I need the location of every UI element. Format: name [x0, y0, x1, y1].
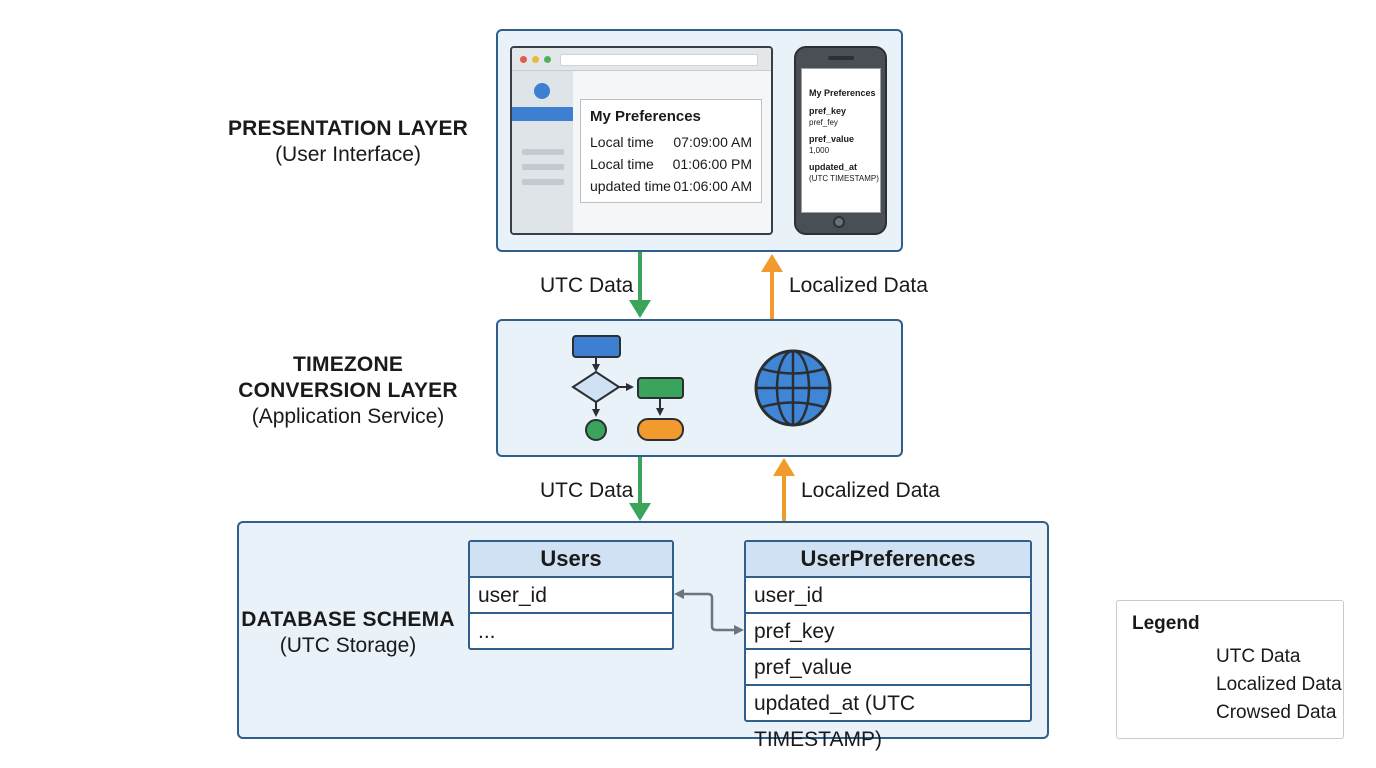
localized-data-label-top: Localized Data	[789, 274, 928, 297]
flowchart-icon	[571, 335, 684, 441]
phone-field-label: updated_at	[809, 162, 858, 172]
presentation-layer-label: PRESENTATION LAYER (User Interface)	[210, 116, 486, 168]
preferences-row-key: updated time	[590, 178, 671, 194]
preferences-row-key: Local time	[590, 134, 654, 150]
phone-home-button	[833, 216, 845, 228]
table-row: user_id	[470, 578, 672, 614]
database-layer-subtitle: (UTC Storage)	[279, 634, 417, 657]
minimize-dot-icon	[532, 56, 539, 63]
user-preferences-table: UserPreferences user_id pref_key pref_va…	[744, 540, 1032, 751]
users-table: Users user_id ...	[468, 540, 674, 650]
table-relationship-connector	[674, 589, 744, 635]
phone-field-value: pref_fey	[809, 118, 838, 127]
conversion-layer-label: TIMEZONE CONVERSION LAYER (Application S…	[210, 352, 486, 430]
legend-title: Legend	[1132, 613, 1200, 634]
browser-sidebar	[512, 71, 573, 233]
user-preferences-table-header: UserPreferences	[746, 542, 1030, 578]
maximize-dot-icon	[544, 56, 551, 63]
table-row: user_id	[746, 578, 1030, 614]
sidebar-item	[522, 149, 564, 155]
table-row: updated_at (UTC TIMESTAMP)	[754, 692, 916, 751]
utc-data-arrow-down-bottom	[629, 457, 651, 521]
database-layer-label: DATABASE SCHEMA (UTC Storage)	[210, 607, 486, 659]
avatar-icon	[534, 83, 550, 99]
preferences-card: My Preferences Local time 07:09:00 AM Lo…	[580, 99, 762, 203]
globe-icon	[754, 349, 832, 427]
browser-titlebar	[512, 48, 771, 71]
presentation-layer-title: PRESENTATION LAYER	[227, 117, 469, 140]
legend-box	[1116, 600, 1344, 739]
database-layer-title: DATABASE SCHEMA	[241, 608, 455, 631]
preferences-row-key: Local time	[590, 156, 654, 172]
legend-item-label: Crowsed Data	[1216, 702, 1337, 723]
close-dot-icon	[520, 56, 527, 63]
conversion-layer-title-line2: CONVERSION LAYER	[238, 379, 458, 402]
table-row: pref_value	[746, 650, 1030, 686]
preferences-card-title: My Preferences	[590, 108, 701, 125]
phone-field-label: pref_value	[809, 134, 855, 144]
utc-data-arrow-down-top	[629, 252, 651, 318]
conversion-layer-subtitle: (Application Service)	[251, 405, 445, 428]
users-table-header: Users	[470, 542, 672, 578]
phone-field-value: (UTC TIMESTAMP)	[809, 174, 879, 183]
legend-item-label: Localized Data	[1216, 674, 1342, 695]
preferences-row-value: 01:06:00 AM	[673, 178, 752, 194]
sidebar-item	[522, 164, 564, 170]
conversion-layer-box	[496, 319, 903, 457]
utc-data-label-bottom: UTC Data	[540, 479, 634, 502]
localized-data-label-bottom: Localized Data	[801, 479, 940, 502]
sidebar-active-item	[512, 107, 573, 121]
table-row: ...	[478, 620, 496, 643]
localized-data-arrow-up-top	[761, 254, 783, 319]
phone-field-value: 1,000	[809, 146, 830, 155]
phone-speaker	[828, 56, 854, 60]
table-row: pref_key	[746, 614, 1030, 650]
preferences-row-value: 07:09:00 AM	[673, 134, 752, 150]
phone-card-title: My Preferences	[809, 88, 876, 98]
phone-field-label: pref_key	[809, 106, 847, 116]
utc-data-label-top: UTC Data	[540, 274, 634, 297]
sidebar-item	[522, 179, 564, 185]
phone-screen	[801, 68, 881, 213]
legend-item-label: UTC Data	[1216, 646, 1301, 667]
conversion-layer-title-line1: TIMEZONE	[292, 353, 404, 376]
browser-address-bar	[560, 54, 758, 66]
localized-data-arrow-up-bottom	[773, 458, 795, 521]
presentation-layer-subtitle: (User Interface)	[275, 143, 421, 166]
preferences-row-value: 01:06:00 PM	[672, 156, 752, 172]
